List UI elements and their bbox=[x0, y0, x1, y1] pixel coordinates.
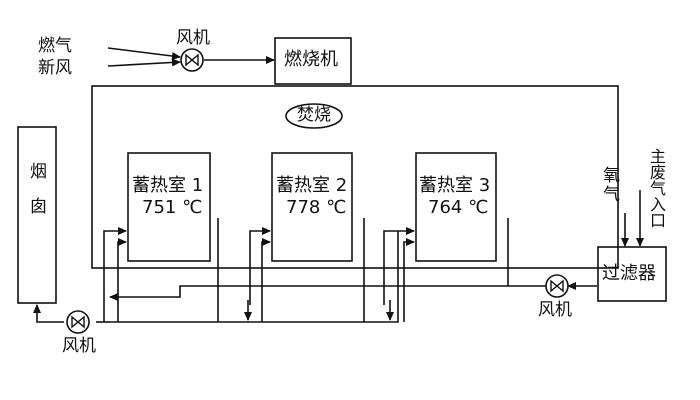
chamber-1-temp: 751 ℃ bbox=[142, 197, 203, 218]
fan-right-icon bbox=[545, 274, 569, 298]
chamber-1-pipe-out bbox=[103, 227, 127, 322]
chamber-1-name: 蓄热室 1 bbox=[132, 175, 204, 196]
incineration-ellipse bbox=[285, 103, 343, 129]
chamber-2-temp: 778 ℃ bbox=[286, 197, 347, 218]
fan-to-chimney-line bbox=[33, 304, 64, 323]
chamber-3-name: 蓄热室 3 bbox=[419, 175, 491, 196]
fan-right-label: 风机 bbox=[538, 300, 572, 320]
chamber-3-temp: 764 ℃ bbox=[428, 197, 489, 218]
gas-inlet-line bbox=[107, 47, 181, 60]
chamber-2-pipe-in bbox=[261, 238, 271, 322]
fresh-air-inlet-line bbox=[107, 58, 181, 67]
incineration-label: 焚烧 bbox=[297, 105, 331, 125]
gas-label: 燃气 bbox=[38, 36, 72, 56]
main-exhaust-label: 主废气入口 bbox=[647, 148, 666, 228]
oxygen-label: 氧气 bbox=[599, 166, 619, 204]
chamber-2-box bbox=[271, 152, 353, 262]
fresh-air-label: 新风 bbox=[38, 58, 72, 78]
incineration-chamber bbox=[91, 85, 619, 269]
fan-top-icon bbox=[180, 48, 204, 72]
chamber-2-pipe-out bbox=[249, 227, 271, 305]
exhaust-header-line bbox=[109, 285, 546, 301]
fan-bottom-label: 风机 bbox=[62, 336, 96, 356]
chamber-1-pipe-in bbox=[117, 238, 127, 322]
fan-top-label: 风机 bbox=[176, 28, 210, 48]
filter-box bbox=[597, 246, 667, 302]
chamber-3-pipe-out bbox=[383, 227, 415, 305]
fan-bottom-icon bbox=[66, 310, 90, 334]
chimney-box bbox=[17, 126, 57, 304]
burner-label: 燃烧机 bbox=[284, 49, 338, 70]
burner-box bbox=[274, 37, 352, 85]
purge-manifold-line bbox=[110, 231, 399, 323]
chamber-3-pipe-in bbox=[403, 238, 415, 322]
chamber-2-name: 蓄热室 2 bbox=[276, 175, 348, 196]
chamber-1-box bbox=[127, 152, 211, 262]
chimney-label: 烟囱 bbox=[26, 162, 46, 232]
chamber-3-box bbox=[415, 152, 497, 262]
filter-label: 过滤器 bbox=[602, 263, 656, 284]
